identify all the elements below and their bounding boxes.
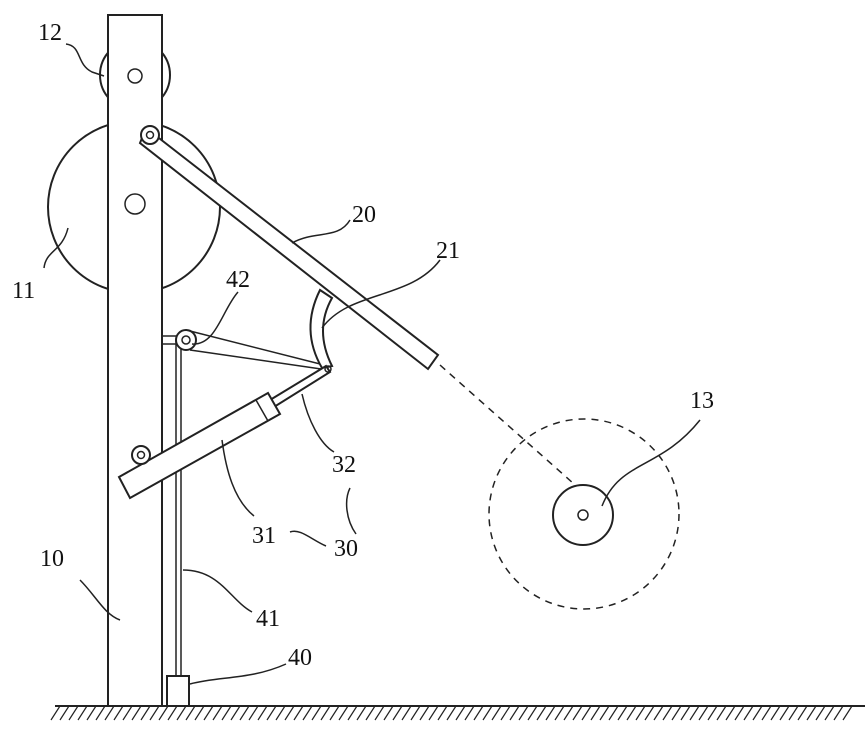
target-13 <box>488 418 680 610</box>
rod-41 <box>175 340 182 676</box>
leader-31 <box>221 439 255 517</box>
label-41: 41 <box>256 606 280 632</box>
leader-lines <box>43 43 701 685</box>
leader-20 <box>291 219 351 244</box>
leader-13 <box>601 419 701 507</box>
leader-40 <box>189 663 287 685</box>
actuator-30 <box>117 364 332 500</box>
cylinder-31 <box>117 391 282 500</box>
piston-rod-32 <box>268 364 332 409</box>
label-31: 31 <box>252 523 276 549</box>
leader-21 <box>321 259 441 329</box>
label-21: 21 <box>436 238 460 264</box>
middle-hole <box>124 193 146 215</box>
base-40 <box>166 675 190 707</box>
pulley-42 <box>162 329 197 351</box>
upper-hole <box>127 68 143 84</box>
cable <box>185 329 329 371</box>
leader-41 <box>182 569 253 613</box>
ground-hatching <box>50 705 853 721</box>
label-32: 32 <box>332 452 356 478</box>
leader-12 <box>65 43 105 77</box>
ground <box>50 705 865 721</box>
label-42: 42 <box>226 267 250 293</box>
label-20: 20 <box>352 202 376 228</box>
leader-30 <box>289 530 327 547</box>
label-11: 11 <box>12 278 35 304</box>
arm-extension-dashed <box>439 364 593 501</box>
column-10 <box>107 14 163 707</box>
leader-11 <box>43 227 69 269</box>
reference-labels: 12 11 20 21 42 32 31 30 13 10 41 40 <box>12 20 714 671</box>
label-30: 30 <box>334 536 358 562</box>
leader-32 <box>301 393 335 453</box>
leader-42 <box>191 291 239 345</box>
label-13: 13 <box>690 388 714 414</box>
label-40: 40 <box>288 645 312 671</box>
label-12: 12 <box>38 20 62 46</box>
curved-plate-21 <box>309 288 334 370</box>
label-10: 10 <box>40 546 64 572</box>
leader-30-b <box>345 487 357 535</box>
arm-20 <box>138 125 440 371</box>
leader-10 <box>79 579 121 621</box>
